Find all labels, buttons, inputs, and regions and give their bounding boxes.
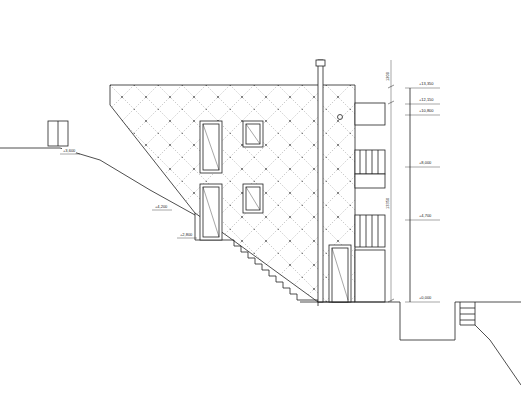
level-mark: +2,800 bbox=[179, 232, 193, 237]
dimension-text: 13350 bbox=[385, 197, 390, 210]
level-mark: +4,700 bbox=[418, 213, 432, 218]
level-mark: +3,600 bbox=[62, 148, 76, 153]
level-mark: +12,150 bbox=[418, 97, 435, 102]
level-mark: +8,000 bbox=[418, 160, 432, 165]
level-mark: +4,200 bbox=[154, 204, 168, 209]
level-mark: +10,800 bbox=[418, 108, 435, 113]
dimension-text: 1200 bbox=[385, 71, 390, 82]
level-mark: +13,350 bbox=[418, 81, 435, 86]
level-mark: +0,000 bbox=[418, 295, 432, 300]
